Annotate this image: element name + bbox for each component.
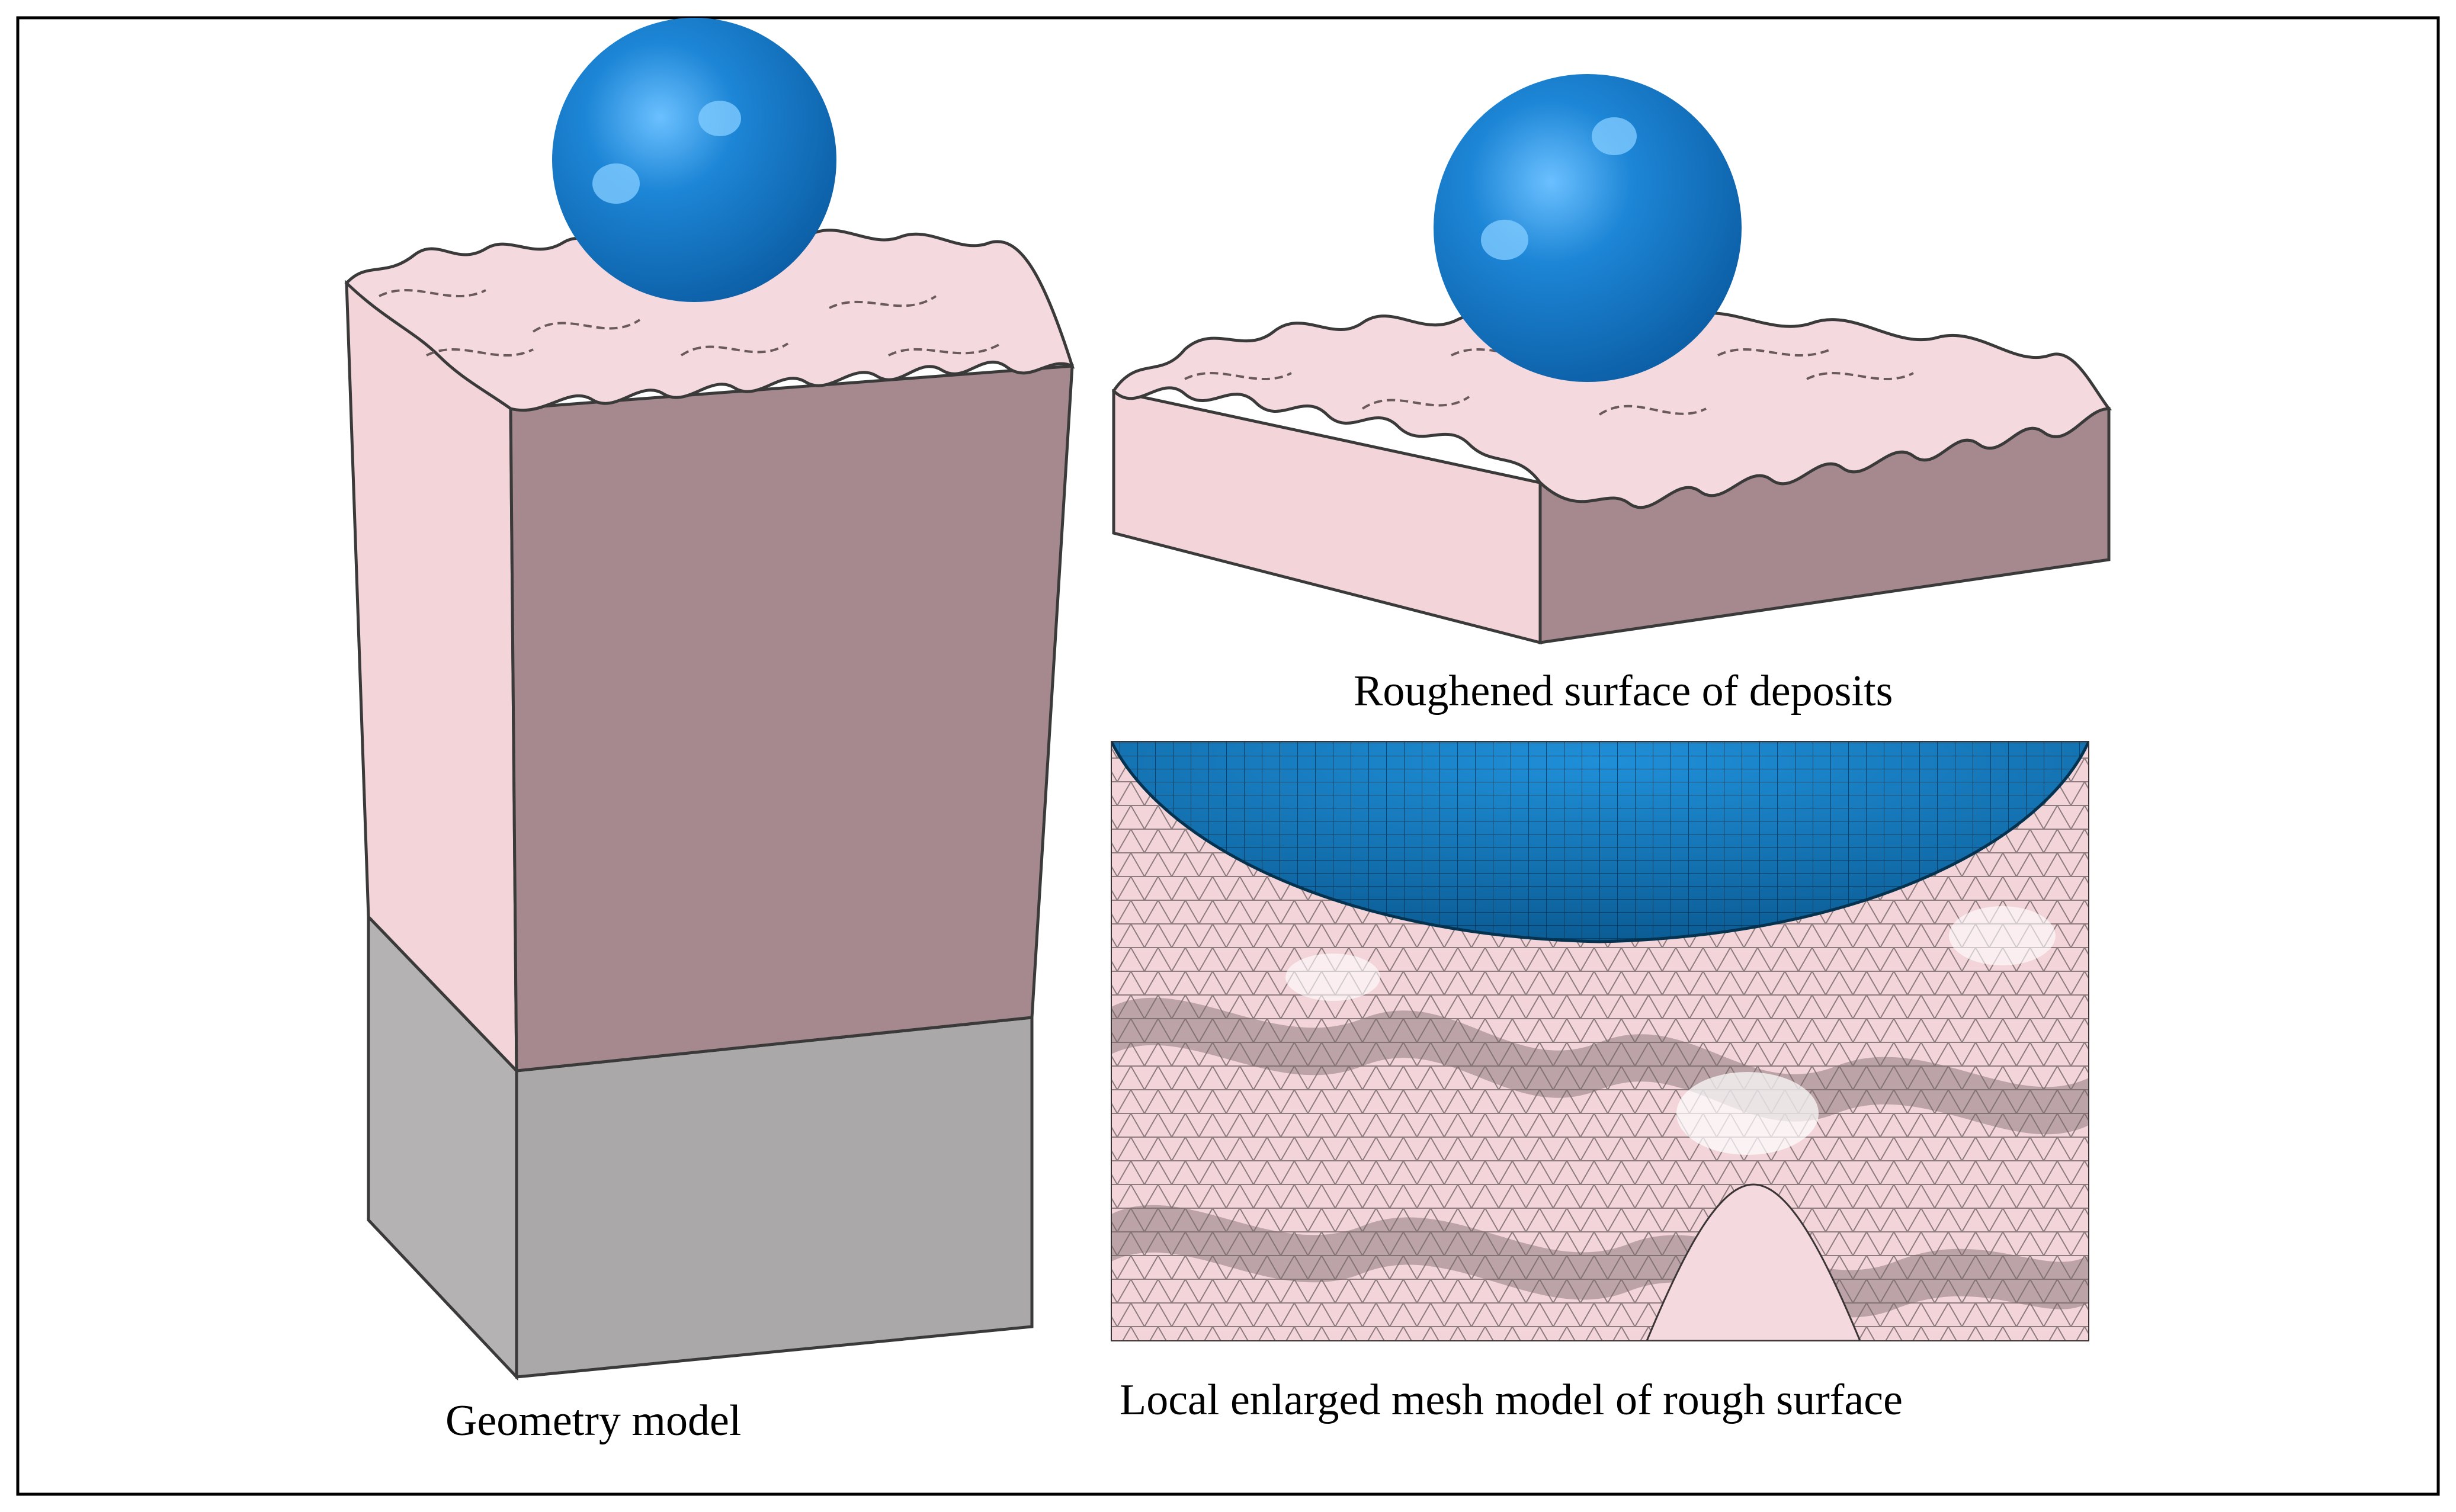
deposit-front-face [509,364,1074,1073]
mesh-valley-shade [1111,997,2089,1135]
mesh-valley-shade [1111,1205,2089,1318]
sphere-ball [1434,74,1742,382]
mesh-bump [1646,1183,1861,1341]
sphere-ball [552,18,836,302]
caption-geometry-model: Geometry model [445,1397,742,1445]
rough-surface-ripples [379,289,1002,357]
sphere-highlight [1592,117,1637,155]
mesh-panel-border [1111,741,2089,1341]
mesh-model-panel [1111,741,2089,1341]
mesh-sphere-grid [1111,741,2089,942]
slab-surface-ripples [1184,348,1914,416]
sphere-highlight [1481,220,1528,260]
mesh-sphere-rim [1111,741,2089,943]
mesh-light-patch [1676,1072,1819,1155]
rough-surface-panel [1111,74,2112,645]
figure-border [16,16,2440,1496]
caption-mesh-model: Local enlarged mesh model of rough surfa… [1120,1376,1903,1424]
geometry-model-panel [344,18,1075,1381]
sphere-highlight [592,163,640,204]
mesh-light-patch [1949,906,2056,965]
sphere-highlight [698,101,741,136]
substrate-front-face [515,1016,1034,1379]
mesh-light-patch [1285,954,1380,1001]
caption-rough-surface: Roughened surface of deposits [1354,667,1893,715]
